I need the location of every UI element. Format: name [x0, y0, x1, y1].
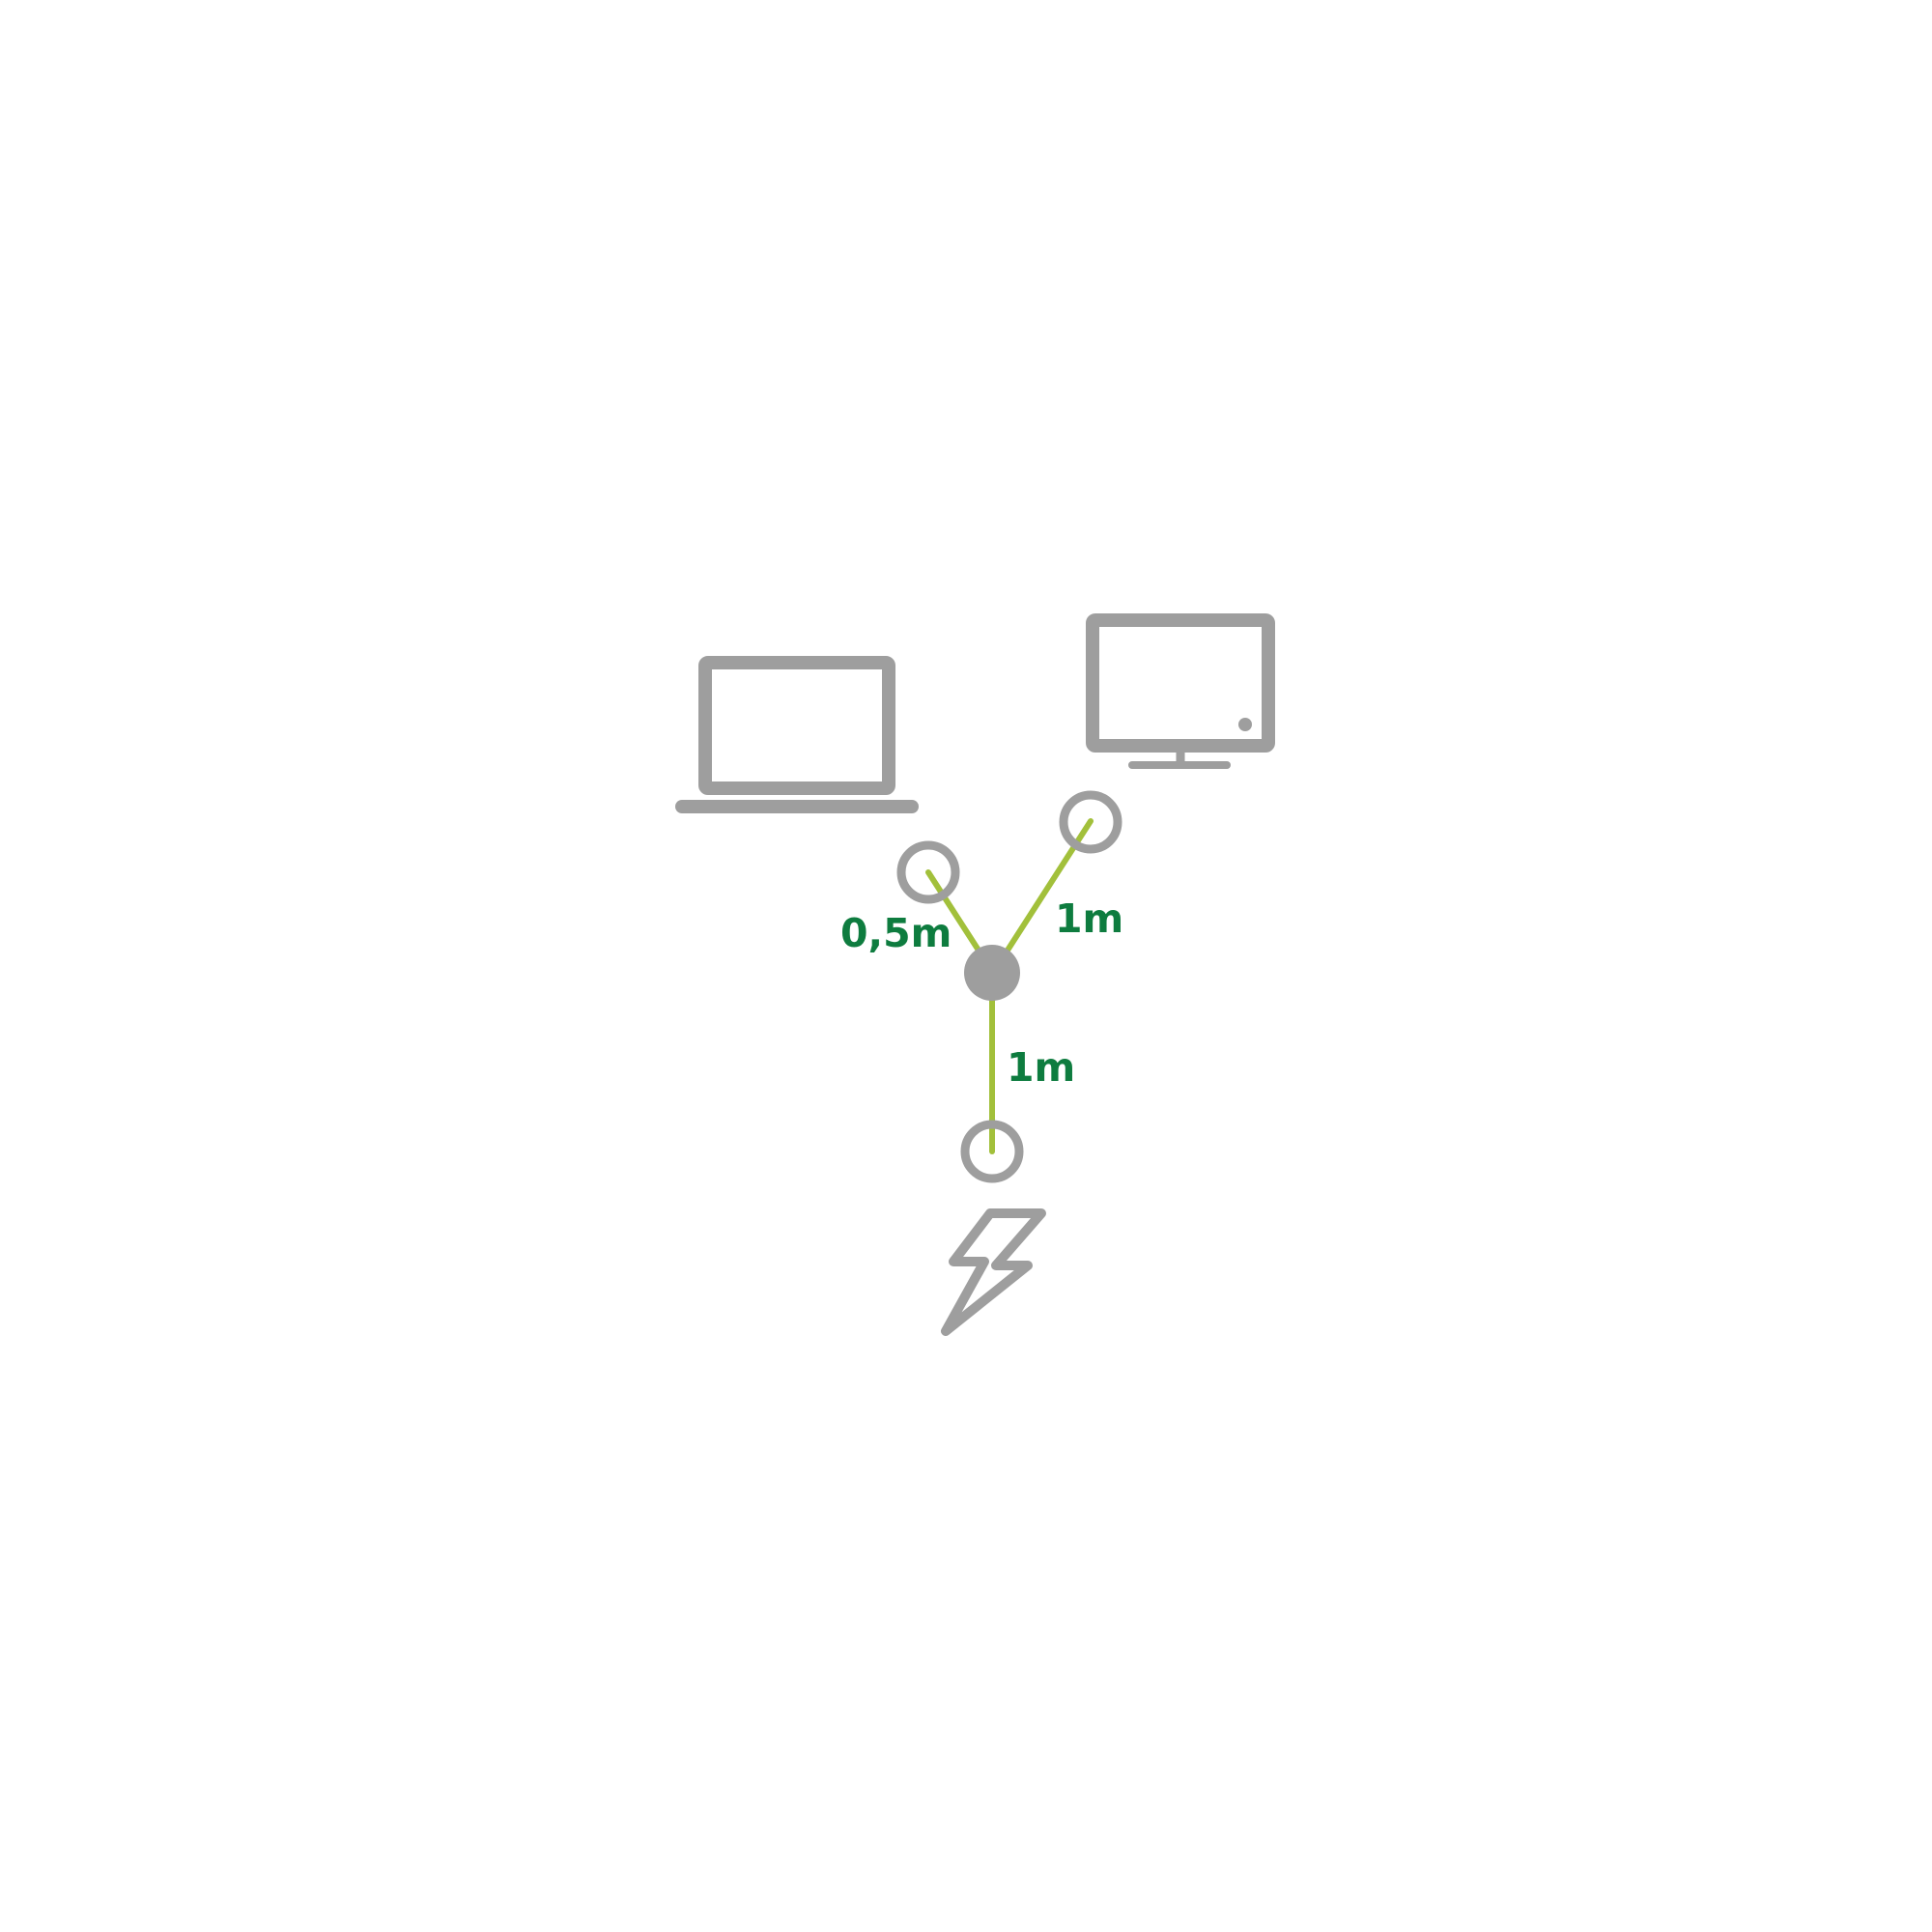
laptop-icon: [675, 656, 919, 813]
laptop-connector: [896, 840, 960, 904]
monitor-cable-length-label: 1m: [1055, 895, 1123, 942]
power-cable-length-label: 1m: [1007, 1044, 1075, 1091]
lightning-icon: [941, 1208, 1046, 1336]
laptop-cable-length-label: 0,5m: [840, 910, 952, 956]
monitor-icon: [1086, 613, 1275, 769]
power-connector: [960, 1120, 1024, 1183]
monitor-power-dot: [1238, 718, 1252, 731]
hub-node: [964, 945, 1020, 1001]
connectors: [896, 790, 1122, 1183]
laptop-screen: [698, 656, 895, 795]
monitor-connector: [1059, 790, 1122, 854]
